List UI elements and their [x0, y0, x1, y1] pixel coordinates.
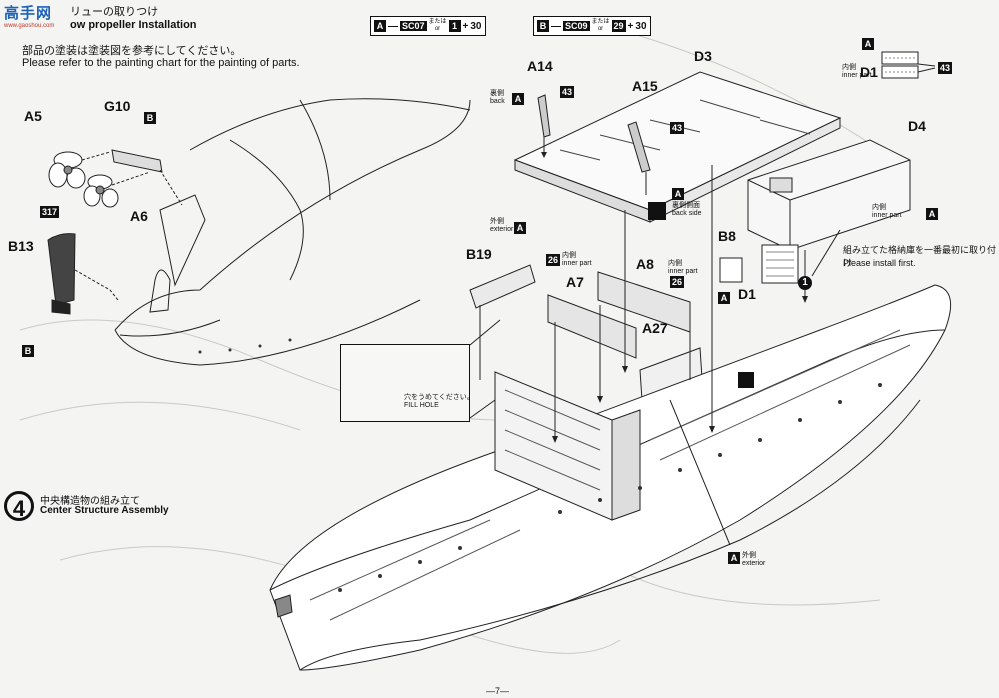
sprue-b-b13: B — [22, 345, 34, 357]
part-43-a15: 43 — [670, 122, 685, 134]
install-first-jp: 組み立てた格納庫を一番最初に取り付け — [843, 246, 997, 269]
sprue-a-d4: A — [926, 208, 938, 220]
wall-a7 — [547, 294, 637, 359]
label-a15: A15 — [632, 78, 658, 94]
wall-b19 — [469, 264, 536, 309]
install-first-en: Please install first. — [843, 258, 916, 268]
stern-hull-drawing — [114, 98, 471, 366]
fill-hole-text: 穴をうめてください。FILL HOLE — [404, 394, 474, 409]
label-a14: A14 — [527, 58, 553, 74]
step-number-4: 4 — [4, 491, 34, 521]
label-a8: A8 — [636, 256, 654, 272]
step-marker-1: 1 — [798, 276, 812, 290]
post-a15 — [627, 121, 651, 173]
painting-note-en: Please refer to the painting chart for t… — [22, 57, 300, 69]
label-d1: D1 — [738, 286, 756, 302]
label-d4: D4 — [908, 118, 926, 134]
label-a6: A6 — [130, 208, 148, 224]
sprue-a-exterior: A — [728, 552, 740, 564]
section-title-jp: リューの取りつけ — [70, 5, 159, 18]
sprue-a-backside: A — [672, 188, 684, 200]
fill-hole-inset — [340, 344, 470, 422]
label-a7: A7 — [566, 274, 584, 290]
deck-d3 — [513, 71, 842, 223]
shaft-g10 — [111, 149, 163, 173]
part-b8 — [719, 257, 743, 283]
step-title-jp: 中央構造物の組み立て — [40, 496, 140, 507]
back-side-icon — [648, 202, 666, 220]
painting-note-jp: 部品の塗装は塗装図を参考にしてください。 — [22, 44, 242, 57]
propeller-a6 — [83, 174, 119, 208]
propeller-a5 — [48, 151, 86, 189]
label-b19: B19 — [466, 246, 492, 262]
page-number: —7— — [486, 686, 510, 696]
grille-b13 — [47, 233, 76, 315]
part-43-a14: 43 — [560, 86, 575, 98]
sprue-b-g10: B — [144, 112, 156, 124]
section-title-en: ow propeller Installation — [70, 19, 197, 31]
label-g10: G10 — [104, 98, 131, 114]
part-317: 317 — [40, 206, 60, 218]
site-logo: 高手网 www.gaoshou.com — [4, 4, 55, 29]
part-d1 — [761, 244, 799, 284]
part-43-d1: 43 — [938, 62, 953, 74]
label-d1-top: D1 — [860, 64, 878, 80]
part-26-a8: 26 — [670, 276, 685, 288]
part-26-a7: 26 — [546, 254, 561, 266]
sprue-a-a14: A — [512, 93, 524, 105]
label-a27: A27 — [642, 320, 668, 336]
sprue-a-b8: A — [718, 292, 730, 304]
part-d1-top — [881, 51, 919, 79]
fill-hole-icon-2 — [738, 372, 754, 388]
bow-emblem — [274, 594, 293, 618]
label-d3: D3 — [694, 48, 712, 64]
step-title-en: Center Structure Assembly — [40, 505, 169, 516]
hangar-d4 — [747, 139, 911, 251]
sprue-a-d1: A — [862, 38, 874, 50]
post-a14 — [537, 94, 551, 138]
sprue-a-b19: A — [514, 222, 526, 234]
label-a5: A5 — [24, 108, 42, 124]
label-b13: B13 — [8, 238, 34, 254]
label-b8: B8 — [718, 228, 736, 244]
